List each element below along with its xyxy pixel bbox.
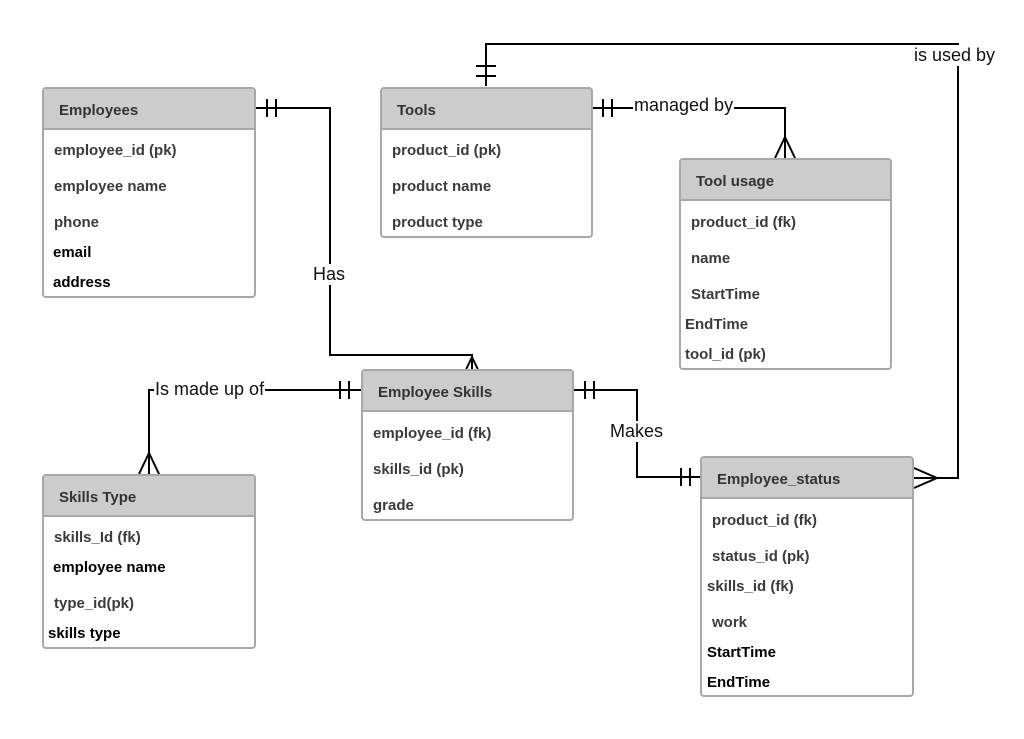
- attribute: skills_id (fk): [707, 578, 794, 595]
- relationship-label-is-used-by: is used by: [913, 45, 997, 66]
- attribute: product name: [392, 178, 492, 195]
- entity-title: Employee Skills: [363, 371, 572, 412]
- attribute: status_id (pk): [712, 548, 810, 565]
- entity-title: Employees: [44, 89, 254, 130]
- entity-employee-status[interactable]: Employee_status product_id (fk) status_i…: [700, 456, 914, 697]
- attribute: product_id (pk): [392, 142, 502, 159]
- attribute: employee name: [54, 178, 167, 195]
- attribute: employee_id (pk): [54, 142, 177, 159]
- entity-title: Employee_status: [702, 458, 912, 499]
- entity-tool-usage[interactable]: Tool usage product_id (fk) name StartTim…: [679, 158, 892, 370]
- connector-is-used-by: [476, 43, 959, 489]
- relationship-label-makes: Makes: [609, 421, 665, 442]
- attribute: work: [712, 614, 748, 631]
- attribute: EndTime: [685, 316, 749, 333]
- attribute: StartTime: [691, 286, 760, 303]
- attribute: skills_Id (fk): [54, 529, 141, 546]
- attribute: email: [53, 244, 92, 261]
- connector-is-made-up-of: [138, 381, 361, 475]
- attribute: skills type: [48, 625, 121, 642]
- attribute: product type: [392, 214, 483, 231]
- attribute: EndTime: [707, 674, 771, 691]
- attribute: type_id(pk): [54, 595, 135, 612]
- relationship-label-managed-by: managed by: [633, 95, 735, 116]
- attribute: grade: [373, 497, 414, 514]
- attribute: skills_id (pk): [373, 461, 464, 478]
- entity-title: Tool usage: [681, 160, 890, 201]
- attribute: employee_id (fk): [373, 425, 492, 442]
- entity-skills-type[interactable]: Skills Type skills_Id (fk) employee name…: [42, 474, 256, 649]
- attribute: StartTime: [707, 644, 776, 661]
- attribute: address: [53, 274, 111, 291]
- relationship-label-has: Has: [312, 264, 347, 285]
- attribute: phone: [54, 214, 99, 231]
- entity-employee-skills[interactable]: Employee Skills employee_id (fk) skills_…: [361, 369, 574, 521]
- attribute: product_id (fk): [712, 512, 817, 529]
- attribute: employee name: [53, 559, 166, 576]
- entity-employees[interactable]: Employees employee_id (pk) employee name…: [42, 87, 256, 298]
- attribute: product_id (fk): [691, 214, 796, 231]
- attribute: tool_id (pk): [685, 346, 766, 363]
- entity-title: Tools: [382, 89, 591, 130]
- entity-title: Skills Type: [44, 476, 254, 517]
- entity-tools[interactable]: Tools product_id (pk) product name produ…: [380, 87, 593, 238]
- attribute: name: [691, 250, 731, 267]
- relationship-label-is-made-up-of: Is made up of: [154, 379, 266, 400]
